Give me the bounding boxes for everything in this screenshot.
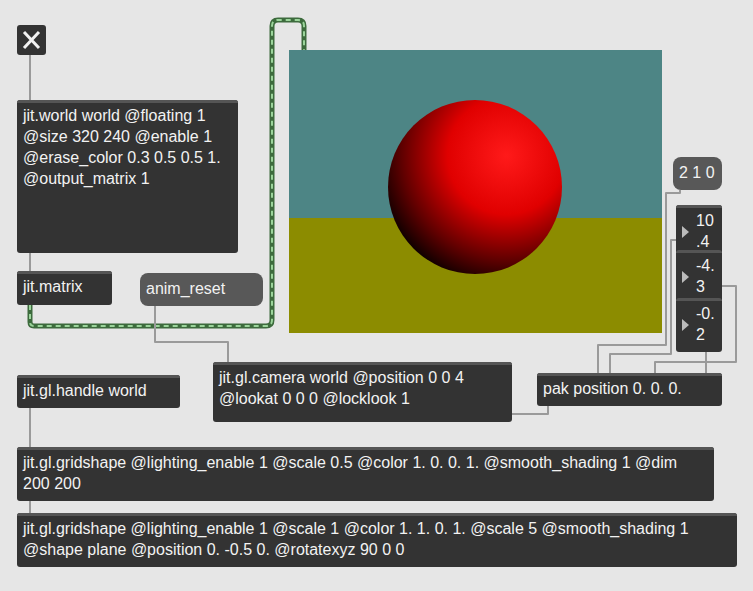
box-text: jit.world world @floating 1 @size 320 24… [23, 105, 232, 189]
box-text: pak position 0. 0. 0. [543, 378, 716, 399]
patch-cord [610, 240, 684, 373]
object-box: jit.world world @floating 1 @size 320 24… [17, 100, 238, 253]
patch-cord [29, 55, 31, 100]
patch-cord [705, 352, 707, 373]
patch-cord [29, 253, 31, 271]
box-text: -0.2 [696, 303, 716, 345]
message-box: 2 1 0 [673, 157, 722, 190]
number-arrow [682, 319, 689, 331]
box-text: -4.3 [696, 255, 716, 297]
patch-cord [655, 286, 736, 373]
object-box: pak position 0. 0. 0. [537, 373, 722, 406]
patch-cord [598, 190, 680, 373]
patch-cord [29, 501, 31, 513]
box-text: 10.4 [696, 210, 716, 252]
box-text: jit.gl.gridshape @lighting_enable 1 @sca… [23, 518, 731, 560]
box-text: jit.matrix [23, 276, 106, 297]
message-box: anim_reset [140, 273, 263, 306]
patch-cord [29, 408, 31, 447]
box-text: anim_reset [146, 278, 257, 299]
number-arrow [682, 226, 689, 238]
object-box: jit.gl.gridshape @lighting_enable 1 @sca… [17, 447, 714, 501]
object-box: jit.gl.handle world [17, 375, 180, 408]
toggle [17, 25, 46, 55]
object-box: jit.matrix [17, 271, 112, 305]
patch-cord [512, 406, 548, 414]
box-text: 2 1 0 [679, 162, 716, 183]
number-box: -0.2 [676, 298, 722, 352]
box-text: jit.gl.gridshape @lighting_enable 1 @sca… [23, 452, 708, 494]
patch-cord [155, 306, 228, 362]
object-box: jit.gl.gridshape @lighting_enable 1 @sca… [17, 513, 737, 567]
number-arrow [682, 271, 689, 283]
box-text: jit.gl.handle world [23, 380, 174, 401]
render-window [289, 50, 662, 333]
box-text: jit.gl.camera world @position 0 0 4 @loo… [219, 367, 506, 409]
object-box: jit.gl.camera world @position 0 0 4 @loo… [213, 362, 512, 422]
number-box: -4.3 [676, 250, 722, 304]
